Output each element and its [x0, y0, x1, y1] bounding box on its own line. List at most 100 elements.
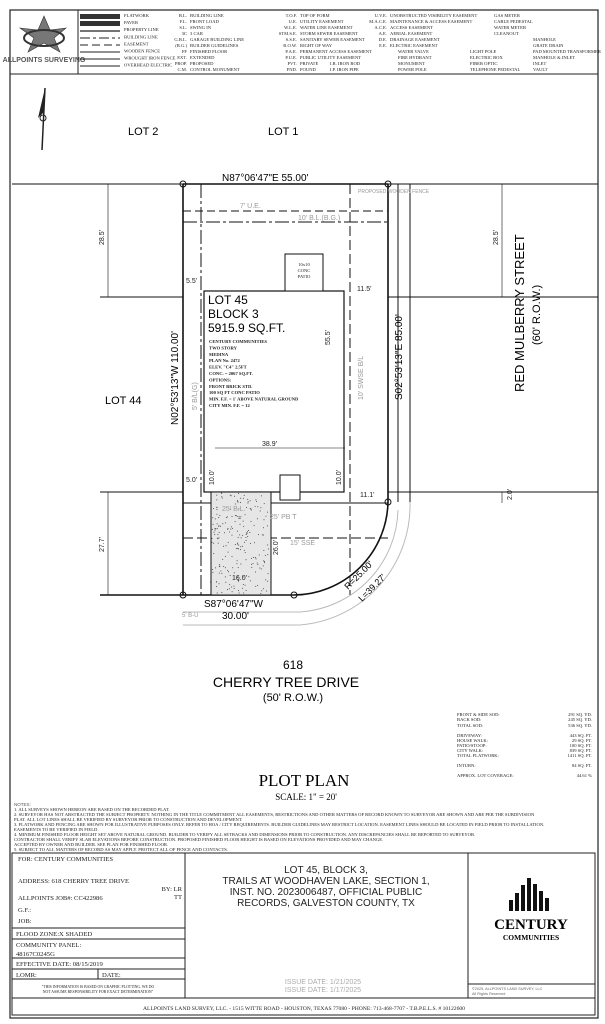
legend-abbrev-meaning: FRONT LOAD [190, 19, 220, 24]
legend-symbol: LIGHT POLE [470, 49, 497, 54]
patio-label: PATIO [298, 274, 311, 279]
quantity-value: 100 SQ. FT. [570, 743, 592, 748]
fl-label: 25' B.L. [222, 506, 246, 513]
dim-label: 16.0' [232, 575, 247, 582]
legend-item: EASEMENT [124, 41, 149, 46]
job-field: JOB: [18, 918, 32, 925]
dim-label: 5.0' [186, 477, 197, 484]
stoop [279, 474, 301, 501]
quantity-value: 291 SQ. YD. [568, 712, 592, 717]
legend-abbrev-meaning: EXTENDED [190, 55, 215, 60]
issue-date: ISSUE DATE: 1/21/2025 [285, 979, 361, 986]
rear-bl-label: 10' B.L.(B.G.) [298, 215, 340, 222]
house-note: CONC. = 2067 SQ.FT. [209, 371, 253, 376]
logo-text: ALLPOINTS SURVEYING [3, 57, 86, 64]
scale-label: SCALE: 1" = 20' [275, 792, 337, 802]
legend-abbrev-meaning: DRAINAGE EASEMENT [390, 37, 440, 42]
legend-item: OVERHEAD ELECTRIC [124, 63, 172, 68]
legend-abbrev-meaning: AERIAL EASEMENT [390, 31, 433, 36]
legal-description: RECORDS, GALVESTON COUNTY, TX [237, 898, 415, 909]
dim-label: 5' B-U [182, 613, 198, 619]
quantity-value: 536 SQ. YD. [568, 723, 592, 728]
dim-label: 55.5' [325, 330, 332, 345]
left-bl-label: 5' B/L(G) [192, 382, 199, 410]
south-bearing: S87°06'47"W [204, 599, 263, 610]
front-bl-label: 15' SSE [290, 540, 315, 547]
dim-label: 38.9' [262, 441, 277, 448]
quantity-label: INTURN: [457, 763, 476, 768]
legend-abbrev-meaning: UNOBSTRUCTED VISIBILITY EASEMENT [390, 13, 477, 18]
legend-abbrev: M.A.C.E. [369, 19, 387, 24]
flood-zone: FLOOD ZONE:X SHADED [16, 931, 92, 938]
date-field: DATE: [102, 972, 121, 979]
legend-abbrev: G.B.L. [174, 37, 187, 42]
legend-symbol: POWER POLE [398, 67, 427, 72]
legend-abbrev: STM.S.E. [279, 31, 297, 36]
dim-label: 2.0' [507, 489, 514, 500]
legend-symbol: MONUMENT [398, 61, 425, 66]
dim-label: 28.5' [99, 230, 106, 245]
legend-abbrev-meaning: STORM SEWER EASEMENT [300, 31, 358, 36]
quantity-value: 443 SQ. FT. [570, 733, 592, 738]
legend-abbrev-meaning: PROPOSED [190, 61, 214, 66]
legend-abbrev: FF [182, 49, 188, 54]
legend-abbrev-meaning: ELECTRIC EASEMENT [390, 43, 438, 48]
drawn-by: BY: LR [162, 886, 183, 893]
iron-rod-markers [179, 180, 392, 599]
legend-abbrev-meaning: SWING IN [190, 25, 212, 30]
legend-symbol: GRATE DRAIN [533, 43, 564, 48]
block-number: BLOCK 3 [208, 307, 259, 321]
legend: ALLPOINTS SURVEYING FLATWORKPAVERPROPERT… [3, 10, 602, 75]
legend-abbrev: C.M. [178, 67, 187, 72]
quantity-value: 84 SQ. FT. [572, 763, 592, 768]
quantity-label: PATIO/STOOP: [457, 743, 487, 748]
legend-abbrev-meaning: PERMANENT ACCESS EASEMENT [300, 49, 372, 54]
legend-abbrev: EXT. [177, 55, 187, 60]
legend-abbrev-meaning: ACCESS EASEMENT [390, 25, 433, 30]
logo-century: CENTURY [494, 917, 568, 933]
legend-symbol: VAULT [533, 67, 548, 72]
legend-symbol: FIRE HYDRANT [398, 55, 432, 60]
title-block [11, 852, 596, 1016]
house-note: TWO STORY [209, 345, 238, 350]
legend-abbrev-meaning: BUILDER GUIDELINES [190, 43, 239, 48]
disclaimer: "THIS INFORMATION IS BASED ON GRAPHIC PL… [42, 985, 155, 989]
quantity-label: DRIVEWAY: [457, 733, 482, 738]
notes: 1. ALL SURVEYS SHOWN HEREON ARE BASED ON… [14, 807, 544, 852]
legend-abbrev: U.E. [289, 19, 297, 24]
legend-symbol: ELECTRIC BOX [470, 55, 503, 60]
legal-description: INST. NO. 2023006487, OFFICIAL PUBLIC [230, 887, 423, 898]
legend-symbol: WATER METER [494, 25, 527, 30]
legend-symbol: WATER VALVE [398, 49, 429, 54]
lot-2-label: LOT 2 [128, 126, 158, 138]
note-line: EASEMENTS TO BE VERIFIED IN FIELD. [14, 827, 98, 832]
sheet-border [9, 9, 599, 1019]
legend-abbrev: B.L. [179, 13, 187, 18]
legend-item: WOODEN FENCE [124, 49, 160, 54]
logo-communities: COMMUNITIES [503, 933, 559, 942]
legend-symbol: TELEPHONE PEDESTAL [470, 67, 520, 72]
gf-field: G.F.: [18, 907, 31, 914]
legend-extra: I.R. IRON ROD [330, 61, 361, 66]
copyright: ©2025, ALLPOINTS LAND SURVEY, LLC [472, 987, 543, 991]
issue-date: ISSUE DATE: 1/17/2025 [285, 987, 361, 994]
legend-abbrev-meaning: FINISHED FLOOR [190, 49, 228, 54]
footer-company-info: ALLPOINTS LAND SURVEY, LLC. - 1515 WITTE… [143, 1006, 465, 1012]
legend-abbrev-meaning: FOUND [300, 67, 317, 72]
note-line: 3. FLATWORK AND FENCING ARE SHOWN FOR IL… [14, 822, 544, 827]
address-number: 618 [283, 658, 303, 672]
legend-abbrev: E.E. [379, 43, 387, 48]
quantity-label: APPROX. LOT COVERAGE: [457, 773, 514, 778]
house-footprint [203, 290, 345, 493]
quantity-label: TOTAL FLATWORK: [457, 753, 499, 758]
legend-abbrev-meaning: SANITARY SEWER EASEMENT [300, 37, 365, 42]
quantities-table: FRONT & SIDE SOD:291 SQ. YD.BACK SOD:245… [457, 712, 592, 778]
patio [284, 253, 324, 292]
flatwork-swatch [80, 14, 120, 19]
legend-item: FLATWORK [124, 13, 150, 18]
house-note: 100 SQ FT CONC PATIO [209, 390, 260, 395]
legal-description: LOT 45, BLOCK 3, [284, 865, 368, 876]
drawn-by-2: TT [174, 894, 182, 901]
